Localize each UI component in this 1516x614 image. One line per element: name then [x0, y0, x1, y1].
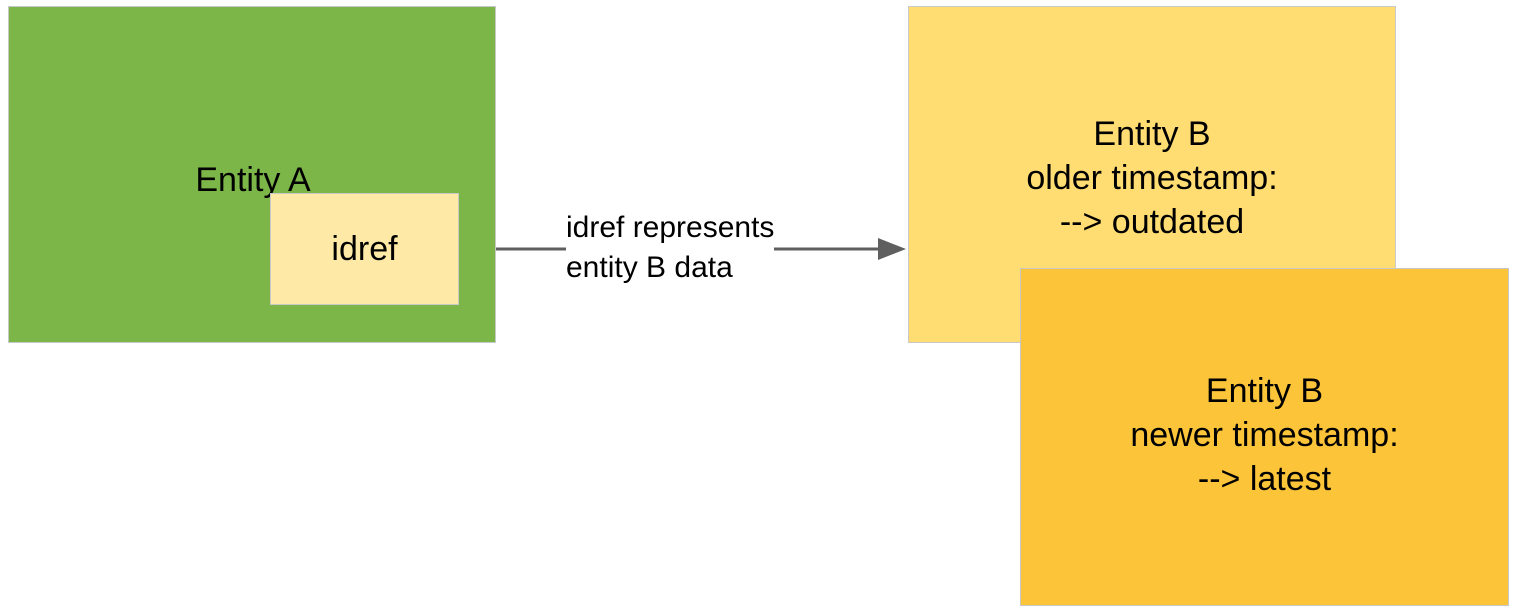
entity-b-new-timestamp: newer timestamp:: [1130, 416, 1399, 454]
entity-b-new-text: Entity B newer timestamp: --> latest: [1021, 369, 1508, 501]
idref-label: idref: [331, 229, 398, 268]
entity-b-new-box[interactable]: Entity B newer timestamp: --> latest: [1020, 268, 1509, 606]
connector-label: idref represents entity B data: [566, 208, 775, 288]
entity-b-old-timestamp: older timestamp:: [1026, 159, 1278, 197]
idref-box[interactable]: idref: [270, 193, 459, 305]
entity-b-new-title: Entity B: [1205, 372, 1324, 410]
entity-b-old-title: Entity B: [1093, 115, 1211, 153]
arrow-head: [878, 238, 906, 260]
entity-b-new-status: --> latest: [1197, 460, 1332, 498]
entity-b-old-status: --> outdated: [1059, 203, 1245, 241]
connector-label-line-1: idref represents: [566, 211, 775, 244]
entity-a-label: Entity A: [195, 161, 311, 199]
connector-label-line-2: entity B data: [566, 251, 733, 284]
entity-b-old-text: Entity B older timestamp: --> outdated: [909, 112, 1395, 244]
